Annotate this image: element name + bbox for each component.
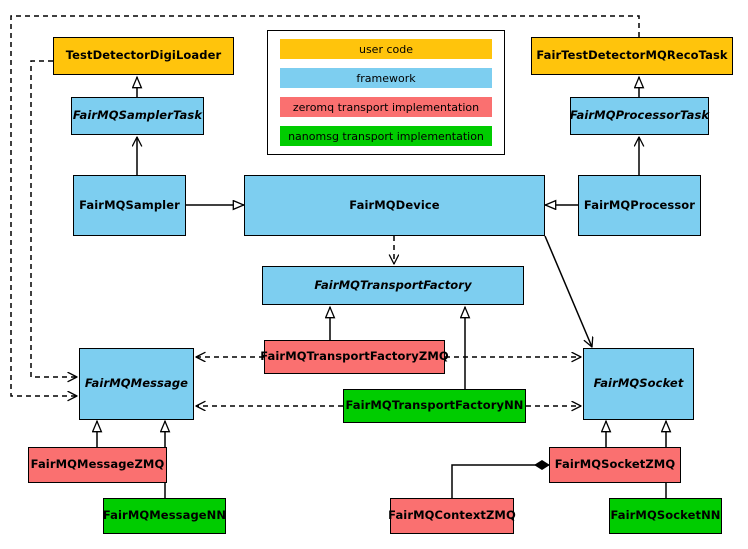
class-box-testdetectordigiloader[interactable]: TestDetectorDigiLoader: [53, 37, 234, 75]
edge-device-to-socket: [544, 235, 592, 347]
class-box-fairmqsamplertask[interactable]: FairMQSamplerTask: [71, 97, 204, 135]
class-box-fairmqsampler[interactable]: FairMQSampler: [73, 175, 186, 236]
legend-item-nanomsg: nanomsg transport implementation: [280, 126, 492, 146]
legend-item-framework: framework: [280, 68, 492, 88]
class-box-fairmqtransportfactoryzmq[interactable]: FairMQTransportFactoryZMQ: [260, 340, 449, 374]
edge-digiloader-to-message: [30, 60, 77, 377]
class-box-fairmqprocessortask[interactable]: FairMQProcessorTask: [570, 97, 709, 135]
class-box-fairmqtransportfactory[interactable]: FairMQTransportFactory: [262, 266, 524, 305]
edge-socketzmq-to-contextzmq: [451, 460, 550, 498]
class-box-fairmqsocketzmq[interactable]: FairMQSocketZMQ: [549, 447, 681, 483]
class-box-fairmqcontextzmq[interactable]: FairMQContextZMQ: [388, 498, 516, 534]
class-box-fairmqsocketnn[interactable]: FairMQSocketNN: [609, 498, 722, 534]
edge-recotask-to-message: [10, 15, 640, 396]
class-box-fairmqmessagenn[interactable]: FairMQMessageNN: [103, 498, 226, 534]
class-box-fairmqprocessor[interactable]: FairMQProcessor: [578, 175, 701, 236]
class-box-fairmqmessage[interactable]: FairMQMessage: [79, 348, 194, 420]
class-box-fairmqtransportfactorynn[interactable]: FairMQTransportFactoryNN: [343, 389, 526, 423]
legend-item-user-code: user code: [280, 39, 492, 59]
class-box-fairmqmessagezmq[interactable]: FairMQMessageZMQ: [28, 447, 167, 483]
class-box-fairtestdetectormqrecotask[interactable]: FairTestDetectorMQRecoTask: [531, 37, 733, 75]
class-box-fairmqdevice[interactable]: FairMQDevice: [244, 175, 545, 236]
legend-item-zeromq: zeromq transport implementation: [280, 97, 492, 117]
class-box-fairmqsocket[interactable]: FairMQSocket: [583, 348, 694, 420]
legend-panel: user code framework zeromq transport imple…: [267, 30, 505, 155]
